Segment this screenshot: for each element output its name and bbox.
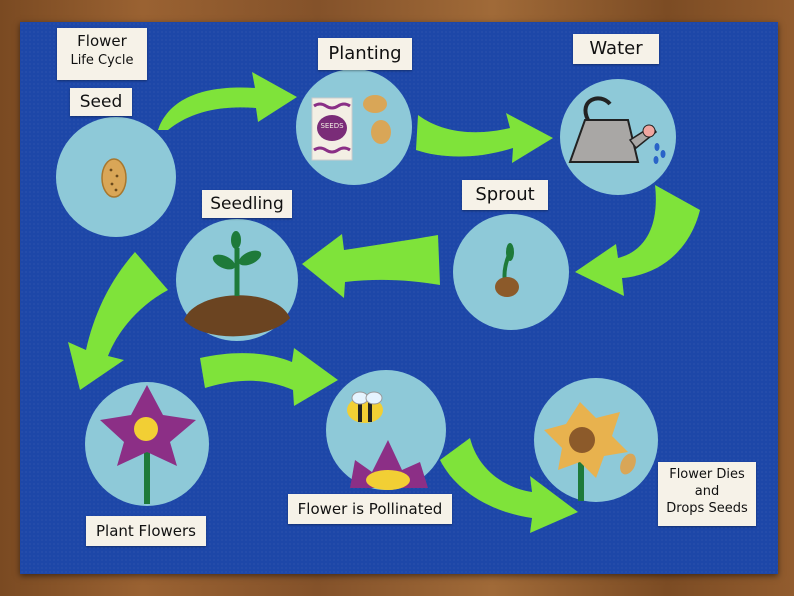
arrow-seed-to-planting xyxy=(158,72,297,130)
title-line-2: Life Cycle xyxy=(70,53,134,68)
title-line-1: Flower xyxy=(77,32,127,50)
seed-packet-text: SEEDS xyxy=(320,122,344,130)
dies-line-1: Flower Dies xyxy=(669,467,745,482)
sprout-label: Sprout xyxy=(462,180,548,210)
watering-can xyxy=(568,119,640,163)
planting-label: Planting xyxy=(318,38,412,70)
dies-line-2: and xyxy=(694,484,720,499)
arrow-water-to-sprout xyxy=(575,185,700,296)
arrow-pollinated-to-dies xyxy=(440,438,578,533)
seedling-label: Seedling xyxy=(202,190,292,218)
arrow-sprout-to-seedling xyxy=(302,234,440,298)
plant-flowers-label: Plant Flowers xyxy=(86,516,206,546)
seed-shape xyxy=(101,158,127,198)
water-label: Water xyxy=(573,34,659,64)
soil-mound xyxy=(184,295,290,337)
arrow-seedling-to-plant-flowers xyxy=(68,252,168,390)
sprout-circle xyxy=(453,214,569,330)
flower-dies-label: Flower Dies and Drops Seeds xyxy=(658,462,756,526)
arrow-plant-flowers-to-pollinated xyxy=(200,348,338,406)
seed-label: Seed xyxy=(70,88,132,116)
dies-line-3: Drops Seeds xyxy=(666,501,748,516)
flower-pollinated-label: Flower is Pollinated xyxy=(288,494,452,524)
title-label: Flower Life Cycle xyxy=(57,28,147,80)
sprout-seed xyxy=(495,277,519,297)
arrow-planting-to-water xyxy=(416,113,553,163)
